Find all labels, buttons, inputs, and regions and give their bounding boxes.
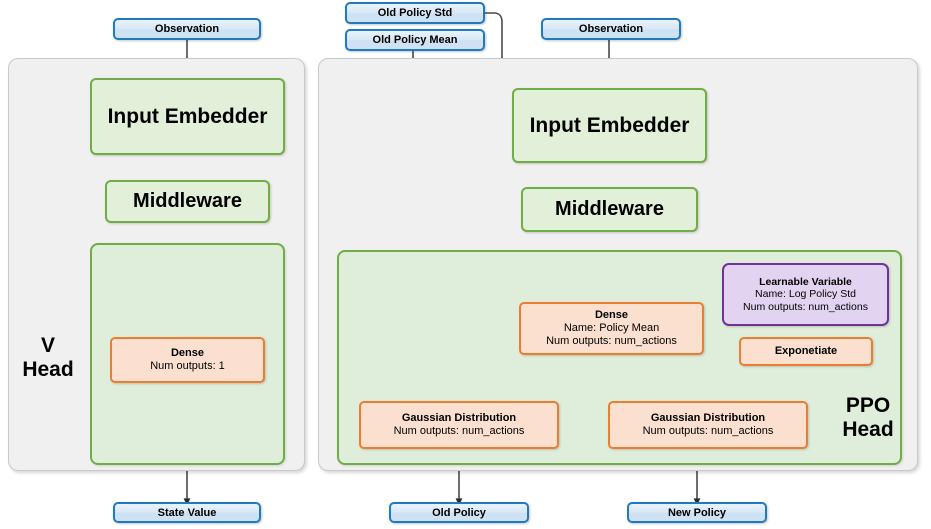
learnable-variable-name: Name: Log Policy Std [755, 288, 856, 301]
exponentiate-block[interactable]: Exponetiate [739, 337, 873, 366]
gaussian-new-title: Gaussian Distribution [650, 412, 766, 425]
exponentiate-label: Exponetiate [774, 345, 838, 358]
learnable-variable-outputs: Num outputs: num_actions [743, 300, 868, 313]
v-head-label: V Head [22, 334, 74, 381]
learnable-variable-block[interactable]: Learnable Variable Name: Log Policy Std … [722, 263, 889, 326]
gaussian-distribution-old-block[interactable]: Gaussian Distribution Num outputs: num_a… [359, 401, 559, 449]
old-policy-output[interactable]: Old Policy [389, 502, 529, 523]
v-dense-title: Dense [170, 347, 205, 360]
ppo-dense-policy-mean-block[interactable]: Dense Name: Policy Mean Num outputs: num… [519, 302, 704, 355]
old-policy-std-input[interactable]: Old Policy Std [345, 2, 485, 24]
ppo-observation-input[interactable]: Observation [541, 18, 681, 40]
new-policy-output[interactable]: New Policy [627, 502, 767, 523]
ppo-input-embedder-block[interactable]: Input Embedder [512, 88, 707, 163]
ppo-dense-name: Name: Policy Mean [563, 322, 660, 335]
v-input-embedder-block[interactable]: Input Embedder [90, 78, 285, 155]
gaussian-new-outputs: Num outputs: num_actions [642, 425, 774, 437]
ppo-middleware-block[interactable]: Middleware [521, 187, 698, 232]
gaussian-distribution-new-block[interactable]: Gaussian Distribution Num outputs: num_a… [608, 401, 808, 449]
ppo-head-label: PPO Head [842, 394, 894, 441]
gaussian-old-title: Gaussian Distribution [401, 412, 517, 425]
ppo-dense-outputs: Num outputs: num_actions [546, 334, 677, 347]
old-policy-mean-input[interactable]: Old Policy Mean [345, 29, 485, 51]
v-observation-input[interactable]: Observation [113, 18, 261, 40]
state-value-output[interactable]: State Value [113, 502, 261, 523]
gaussian-old-outputs: Num outputs: num_actions [393, 425, 525, 437]
v-middleware-block[interactable]: Middleware [105, 180, 270, 223]
v-dense-block[interactable]: Dense Num outputs: 1 [110, 337, 265, 383]
ppo-dense-title: Dense [594, 309, 629, 322]
learnable-variable-title: Learnable Variable [759, 275, 852, 288]
v-dense-outputs: Num outputs: 1 [150, 360, 225, 372]
